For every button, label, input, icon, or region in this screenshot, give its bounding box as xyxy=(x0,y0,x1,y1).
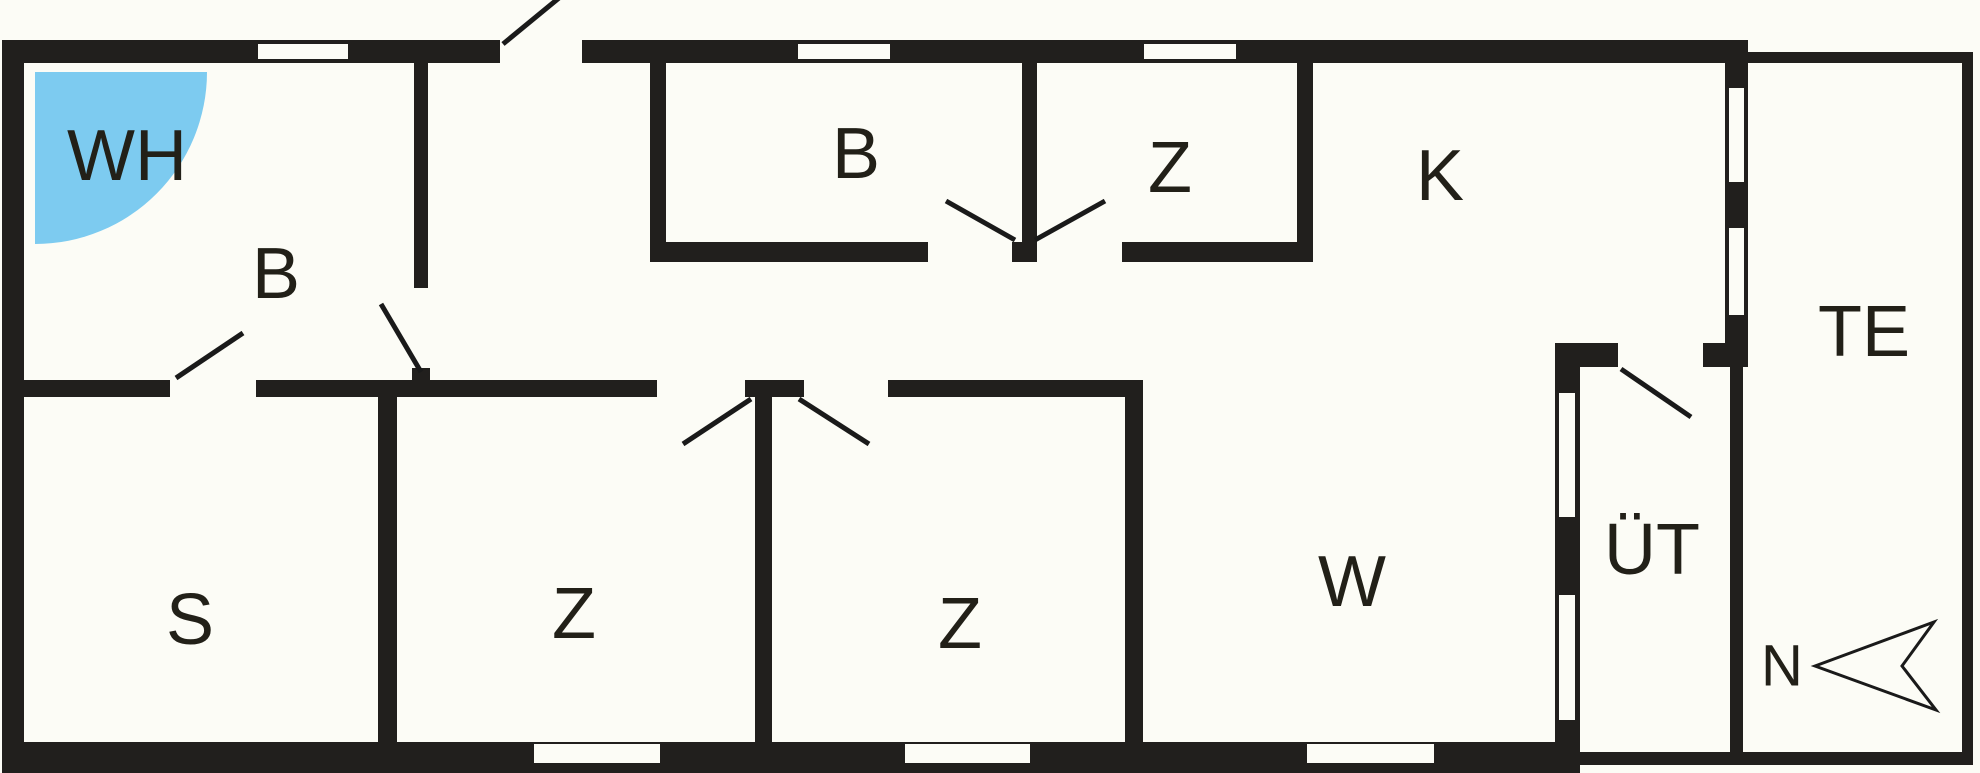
wall-s-z1-divider xyxy=(378,397,397,742)
wall-te-right-thin xyxy=(1962,52,1973,765)
wall-bath-bottom-stub xyxy=(1012,242,1037,262)
z1-door-leaf xyxy=(681,396,753,447)
window-right-1 xyxy=(1729,88,1744,182)
room-label-bath-b: B xyxy=(832,114,880,194)
wall-bath-left-wall xyxy=(650,63,666,262)
door-swing-highlight xyxy=(35,72,207,244)
s-door-leaf xyxy=(174,330,245,381)
window-top-1 xyxy=(258,44,348,59)
room-label-z2: Z xyxy=(938,584,982,664)
window-bottom-2 xyxy=(905,744,1030,763)
wall-exterior-left xyxy=(2,40,24,773)
wall-z2-w-divider xyxy=(1125,397,1143,742)
window-ut-2 xyxy=(1559,595,1575,720)
wh-door-leaf xyxy=(378,302,424,374)
wall-bath-ztop-divider xyxy=(1022,63,1037,242)
window-top-2 xyxy=(798,44,890,59)
room-label-z-top: Z xyxy=(1148,128,1192,208)
wall-te-bottom-thin xyxy=(1580,752,1973,765)
ztop-door-leaf xyxy=(1033,198,1107,243)
wall-mid-wall-stub xyxy=(745,380,804,397)
room-label-k: K xyxy=(1416,136,1464,216)
entrance-door-leaf xyxy=(501,0,561,46)
ut-door-leaf xyxy=(1619,366,1693,420)
room-label-s: S xyxy=(166,580,214,660)
north-arrow-icon xyxy=(1810,618,1941,714)
window-ut-1 xyxy=(1559,393,1575,517)
window-bottom-3 xyxy=(1307,744,1434,763)
wall-ztop-right-wall xyxy=(1297,63,1313,262)
wall-bath-bottom-a xyxy=(650,242,928,262)
room-label-hall-b: B xyxy=(252,234,300,314)
room-label-te: TE xyxy=(1818,292,1910,372)
wall-wh-hall-divider xyxy=(414,63,428,288)
window-right-2 xyxy=(1729,228,1744,315)
wall-mid-wall-b xyxy=(256,380,657,397)
room-label-wh: WH xyxy=(67,116,187,196)
room-label-z1: Z xyxy=(552,574,596,654)
z2-door-leaf xyxy=(797,396,871,447)
wall-mid-wall-a xyxy=(24,380,170,397)
wall-ut-corner-block xyxy=(1703,343,1748,367)
wall-ut-te-divider xyxy=(1730,367,1743,765)
window-top-3 xyxy=(1144,44,1236,59)
wall-bath-bottom-b xyxy=(1122,242,1313,262)
bath-door-leaf xyxy=(944,198,1017,243)
room-label-n: N xyxy=(1761,634,1803,699)
wall-te-top-thin xyxy=(1748,52,1973,63)
entrance-opening xyxy=(500,38,582,65)
room-label-w: W xyxy=(1318,542,1386,622)
wall-wh-door-stub xyxy=(412,368,430,382)
room-label-ut: ÜT xyxy=(1604,510,1700,590)
window-bottom-1 xyxy=(534,744,660,763)
wall-mid-wall-c xyxy=(888,380,1143,397)
wall-z1-z2-divider xyxy=(755,397,772,742)
